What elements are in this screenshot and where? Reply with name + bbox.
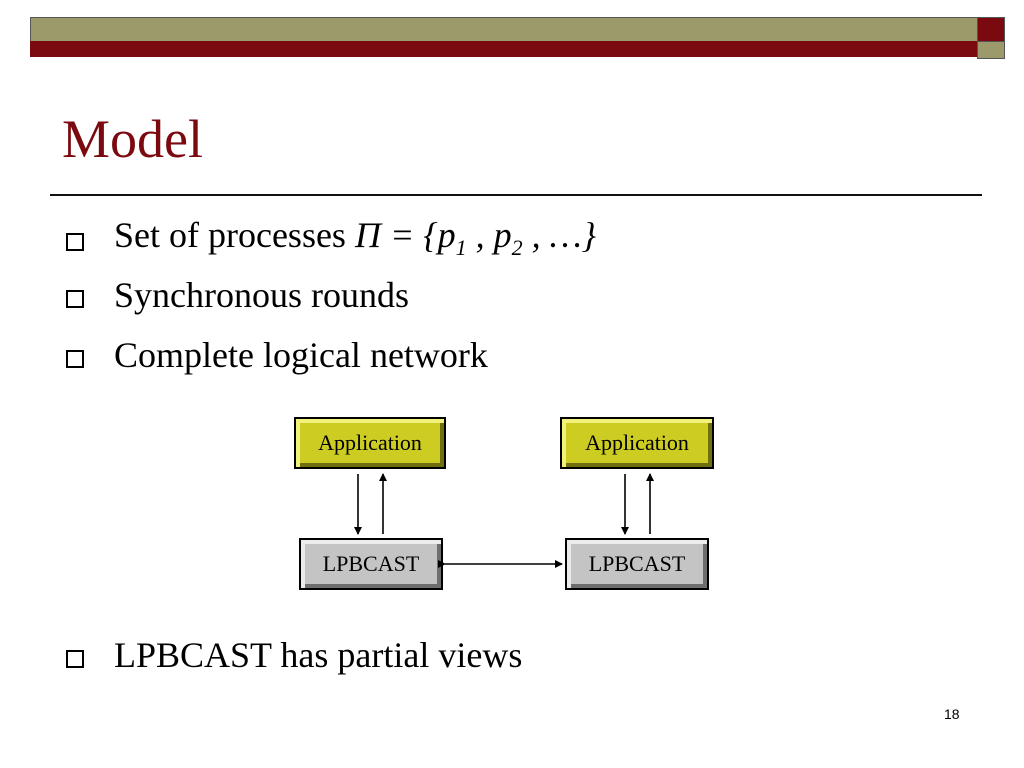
bullet-text: LPBCAST has partial views bbox=[114, 635, 523, 675]
square-bullet-icon bbox=[66, 232, 84, 251]
right-lpbcast-box: LPBCAST bbox=[565, 538, 709, 590]
title-divider bbox=[50, 194, 982, 196]
square-bullet-icon bbox=[66, 290, 84, 308]
slide-title: Model bbox=[62, 109, 203, 169]
bullet-partial-views: LPBCAST has partial views bbox=[66, 634, 522, 676]
left-lpbcast-box: LPBCAST bbox=[299, 538, 443, 590]
bullet-complete-network: Complete logical network bbox=[66, 334, 488, 376]
top-band-light bbox=[30, 17, 978, 44]
bullet-synchronous-rounds: Synchronous rounds bbox=[66, 274, 409, 316]
square-bullet-icon bbox=[66, 350, 84, 368]
right-application-box: Application bbox=[560, 417, 714, 469]
bullet-text: Set of processes Π = {p1 , p2 , …} bbox=[114, 215, 597, 261]
corner-block-dark bbox=[977, 17, 1005, 44]
corner-block-light bbox=[977, 41, 1005, 59]
top-band-dark bbox=[30, 41, 978, 57]
bullet-text: Synchronous rounds bbox=[114, 275, 409, 315]
bullet-text: Complete logical network bbox=[114, 335, 488, 375]
square-bullet-icon bbox=[66, 650, 84, 668]
left-application-box: Application bbox=[294, 417, 446, 469]
bullet-processes: Set of processes Π = {p1 , p2 , …} bbox=[66, 214, 596, 261]
page-number: 18 bbox=[944, 706, 960, 722]
